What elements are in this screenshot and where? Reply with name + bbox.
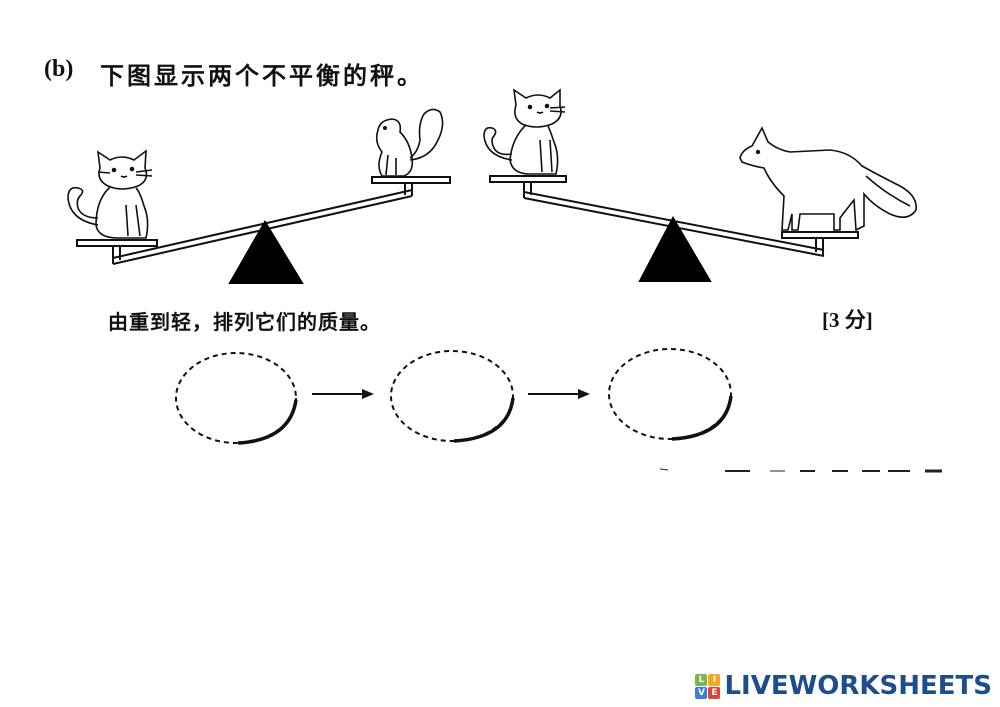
- live-logo-icon: L I V E: [695, 673, 721, 699]
- cat-icon: [483, 88, 566, 175]
- marks-label: [3 分]: [822, 308, 873, 332]
- arrow-2-head: [578, 389, 590, 399]
- arrow-1-head: [362, 389, 374, 399]
- scale-2: [483, 88, 917, 282]
- fulcrum-1: [228, 220, 304, 284]
- scale-1: [67, 108, 451, 284]
- brand-text: LIVEWORKSHEETS: [724, 671, 992, 701]
- answer-oval-1: [175, 352, 297, 444]
- answer-sequence: [175, 348, 733, 445]
- fulcrum-2: [638, 215, 712, 282]
- liveworksheets-logo[interactable]: L I V E LIVEWORKSHEETS: [695, 671, 992, 701]
- logo-cell-l: L: [695, 673, 708, 686]
- squirrel-icon: [375, 108, 444, 177]
- answer-oval-2: [390, 350, 514, 442]
- instruction-text: 由重到轻，排列它们的质量。: [108, 310, 381, 334]
- scan-artifact-line: [659, 468, 942, 473]
- fox-icon: [739, 126, 917, 232]
- cat-icon: [67, 149, 153, 239]
- logo-cell-i: I: [708, 673, 721, 686]
- question-text: 下图显示两个不平衡的秤。: [100, 61, 424, 90]
- logo-cell-e: E: [708, 686, 721, 699]
- answer-slot-3[interactable]: [614, 352, 726, 436]
- answer-slot-1[interactable]: [180, 356, 292, 440]
- answer-slot-2[interactable]: [396, 354, 508, 438]
- question-label: (b): [44, 56, 74, 82]
- logo-cell-v: V: [695, 686, 708, 699]
- answer-oval-3: [608, 348, 732, 440]
